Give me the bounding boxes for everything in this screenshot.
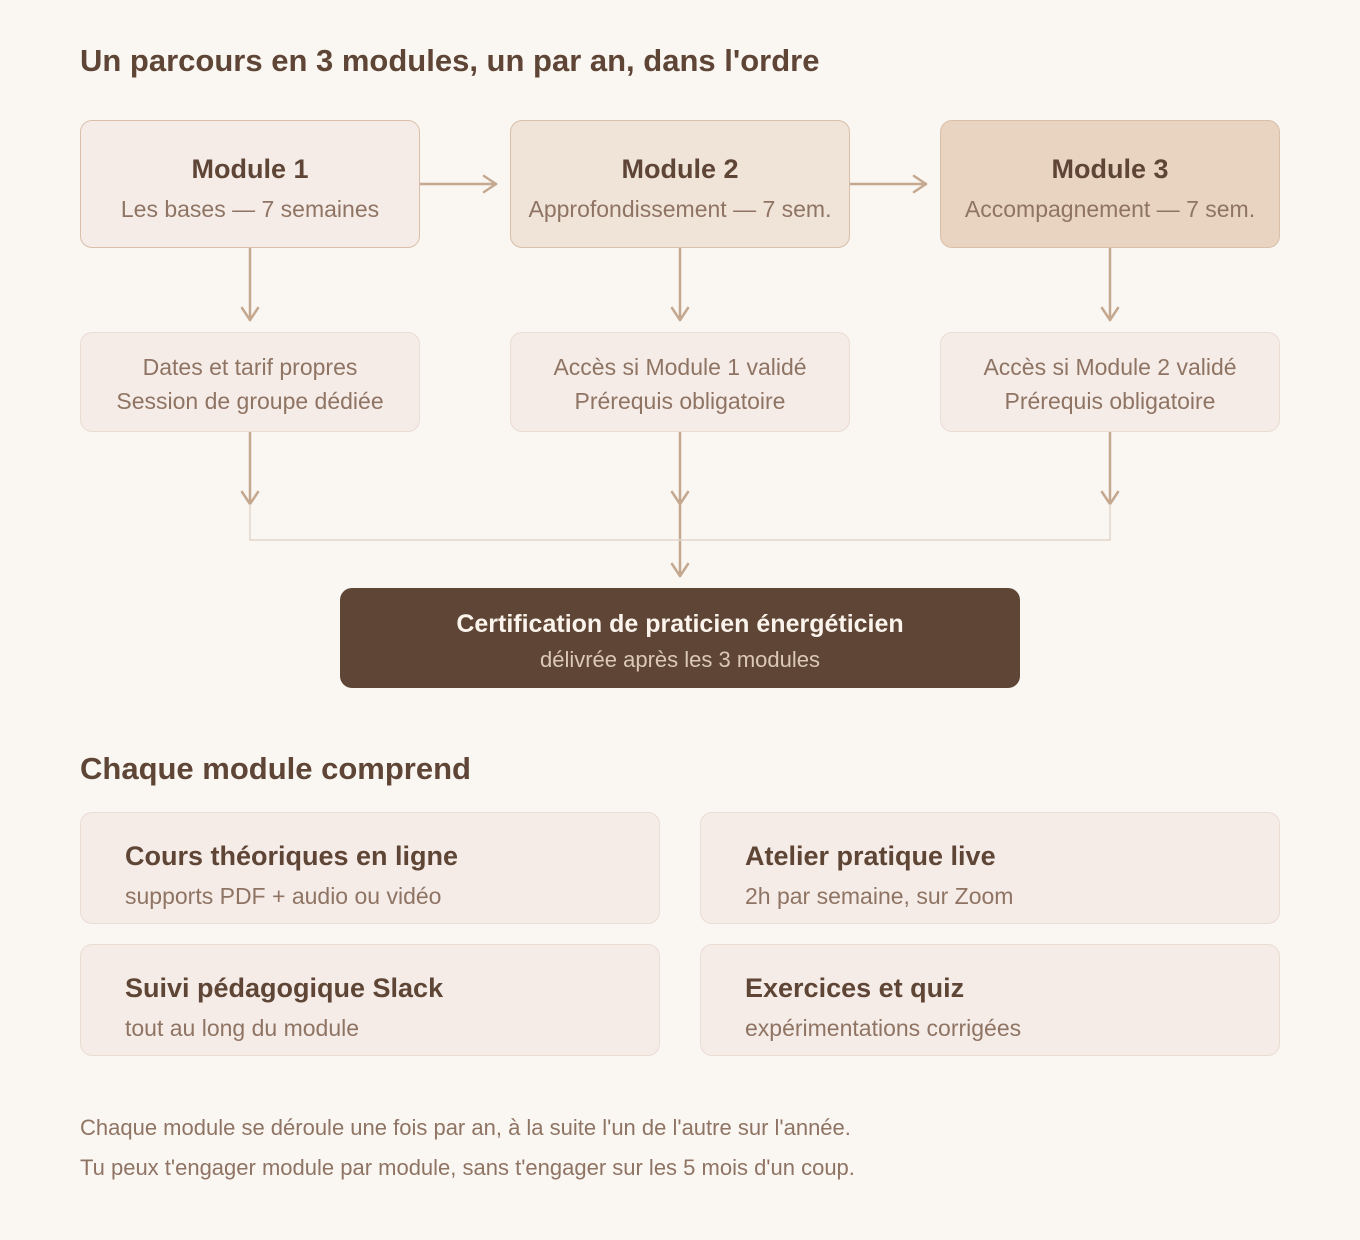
feature-title: Suivi pédagogique Slack: [125, 973, 444, 1003]
module-1-conditions: Dates et tarif propres Session de groupe…: [80, 332, 420, 432]
feature-title: Exercices et quiz: [745, 973, 965, 1003]
certification-title: Certification de praticien énergéticien: [456, 610, 904, 638]
arrow-module-1-to-conditions: [240, 246, 260, 322]
module-3-box: Module 3 Accompagnement — 7 sem.: [940, 120, 1280, 248]
module-2-condition-line-2: Prérequis obligatoire: [574, 388, 786, 414]
arrow-module-2-to-conditions: [670, 246, 690, 322]
module-3-condition-line-1: Accès si Module 2 validé: [983, 354, 1237, 380]
page-title: Un parcours en 3 modules, un par an, dan…: [80, 43, 820, 78]
feature-subtitle: 2h par semaine, sur Zoom: [745, 883, 1014, 909]
feature-card-live-workshop: Atelier pratique live 2h par semaine, su…: [700, 812, 1280, 924]
feature-subtitle: expérimentations corrigées: [745, 1015, 1022, 1041]
feature-subtitle: tout au long du module: [125, 1015, 360, 1041]
module-2-conditions: Accès si Module 1 validé Prérequis oblig…: [510, 332, 850, 432]
feature-title: Cours théoriques en ligne: [125, 841, 459, 871]
arrow-conditions-1-down: [240, 430, 260, 506]
merge-line: [249, 504, 1111, 541]
module-2-subtitle: Approfondissement — 7 sem.: [528, 196, 832, 222]
module-1-condition-line-1: Dates et tarif propres: [142, 354, 358, 380]
module-2-title: Module 2: [621, 154, 739, 184]
includes-section-title: Chaque module comprend: [80, 751, 471, 786]
module-2-box: Module 2 Approfondissement — 7 sem.: [510, 120, 850, 248]
certification-box: Certification de praticien énergéticien …: [340, 588, 1020, 688]
module-1-title: Module 1: [191, 154, 309, 184]
arrow-conditions-2-down: [670, 430, 690, 506]
arrow-conditions-3-down: [1100, 430, 1120, 506]
flow-connectors: [240, 174, 1120, 578]
module-1-subtitle: Les bases — 7 semaines: [120, 196, 380, 222]
arrow-module-3-to-conditions: [1100, 246, 1120, 322]
module-3-conditions: Accès si Module 2 validé Prérequis oblig…: [940, 332, 1280, 432]
module-2-condition-line-1: Accès si Module 1 validé: [553, 354, 807, 380]
module-1-box: Module 1 Les bases — 7 semaines: [80, 120, 420, 248]
arrow-module-1-to-module-2: [418, 174, 498, 194]
footnote-line-1: Chaque module se déroule une fois par an…: [80, 1115, 851, 1140]
feature-card-slack-follow-up: Suivi pédagogique Slack tout au long du …: [80, 944, 660, 1056]
module-3-condition-line-2: Prérequis obligatoire: [1004, 388, 1216, 414]
arrow-module-2-to-module-3: [848, 174, 928, 194]
feature-title: Atelier pratique live: [745, 841, 996, 871]
feature-card-exercises-quiz: Exercices et quiz expérimentations corri…: [700, 944, 1280, 1056]
certification-subtitle: délivrée après les 3 modules: [539, 647, 821, 672]
footnote-line-2: Tu peux t'engager module par module, san…: [80, 1155, 855, 1180]
module-3-subtitle: Accompagnement — 7 sem.: [964, 196, 1256, 222]
module-3-title: Module 3: [1051, 154, 1169, 184]
feature-card-online-courses: Cours théoriques en ligne supports PDF +…: [80, 812, 660, 924]
feature-subtitle: supports PDF + audio ou vidéo: [125, 883, 442, 909]
module-1-condition-line-2: Session de groupe dédiée: [116, 388, 384, 414]
